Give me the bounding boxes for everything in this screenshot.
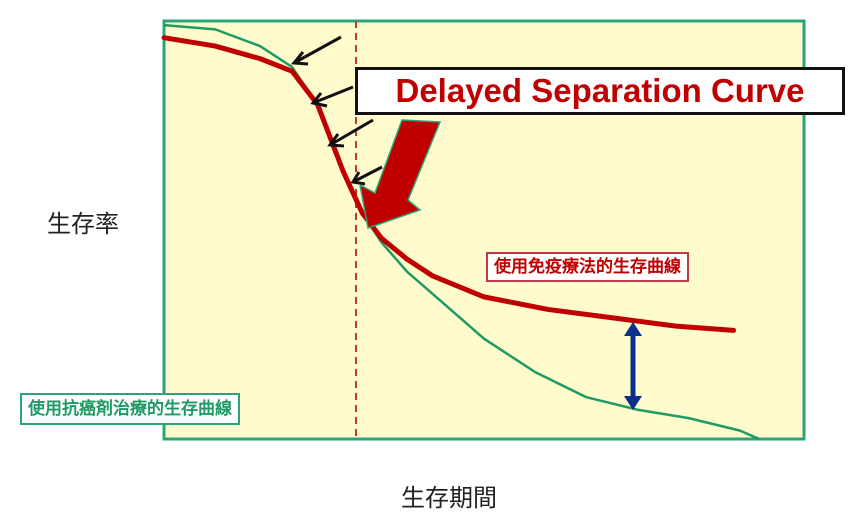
big-red-arrow-icon [358,119,442,229]
arrow-icon [327,118,374,148]
arrow-icon [310,85,354,108]
chemo-survival-curve [163,23,760,441]
immuno-survival-curve [161,35,737,333]
x-axis-label: 生存期間 [401,484,497,512]
chemotherapy-curve-label: 使用抗癌剤治療的生存曲線 [20,393,240,425]
arrow-icon [291,35,342,66]
y-axis-label: 生存率 [47,210,119,238]
arrow-icon [350,165,383,186]
survival-gap-double-arrow-icon [624,322,642,410]
small-arrows-group [291,35,383,186]
delayed-separation-callout: Delayed Separation Curve [355,67,845,115]
immunotherapy-curve-label: 使用免疫療法的生存曲線 [486,252,689,282]
